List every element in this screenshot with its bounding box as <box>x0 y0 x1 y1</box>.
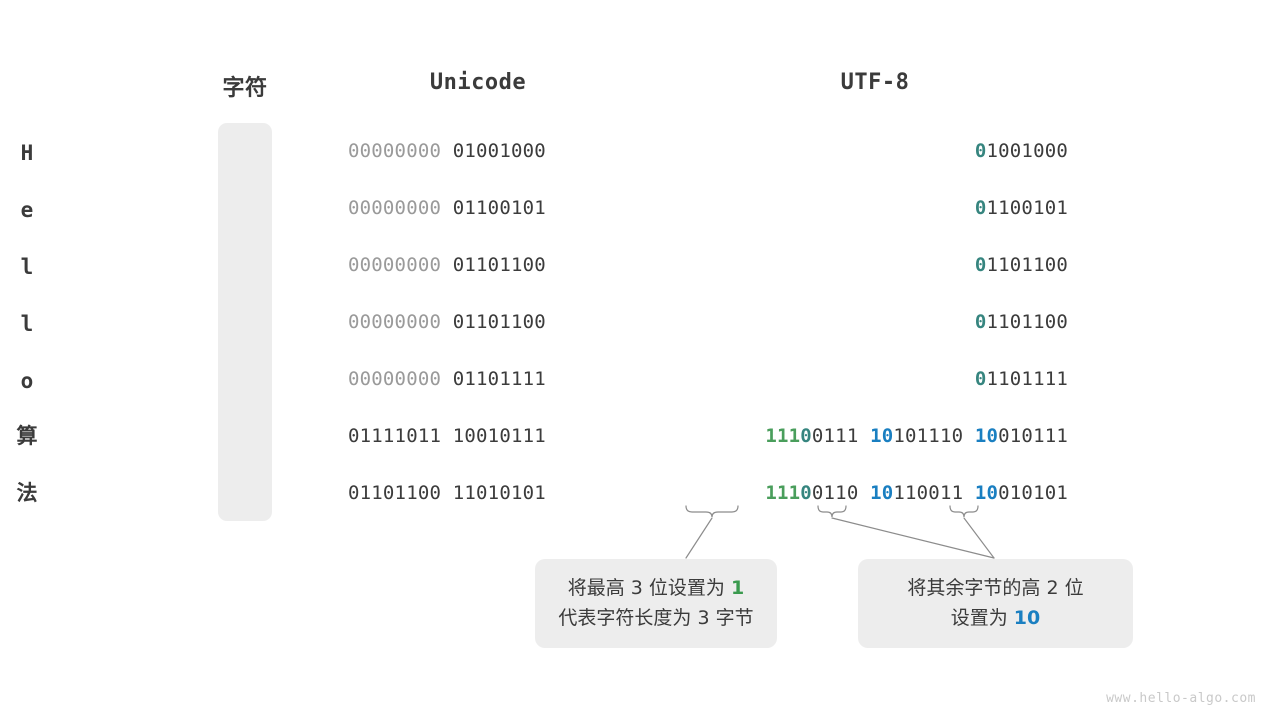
utf8-byte1-prefix: 0 <box>974 140 987 162</box>
leader-line-right-callout-from-byte2 <box>831 517 995 559</box>
utf8-byte3-prefix: 10 <box>974 482 999 504</box>
character-cell: e <box>20 198 34 222</box>
unicode-high-byte: 01101100 <box>348 482 442 504</box>
column-header-character: 字符 <box>222 76 268 101</box>
utf8-byte2-prefix: 10 <box>870 425 894 447</box>
column-header-utf8: UTF-8 <box>840 70 910 95</box>
character-column-chip <box>218 123 272 521</box>
utf8-byte2-prefix: 10 <box>870 482 894 504</box>
utf8-binary-row: 01001000 <box>600 138 1068 164</box>
utf8-byte1-prefix-terminator: 0 <box>800 425 812 447</box>
unicode-binary-row: 01111011 10010111 <box>348 423 608 449</box>
utf8-byte1-prefix: 0 <box>974 311 987 333</box>
unicode-low-byte: 01101100 <box>452 254 546 276</box>
unicode-binary-row: 01101100 11010101 <box>348 480 608 506</box>
utf8-byte1-prefix: 0 <box>974 254 987 276</box>
utf8-byte1-prefix-terminator: 0 <box>800 482 812 504</box>
callout-line-1: 将最高 3 位设置为 1 <box>568 574 744 603</box>
utf8-byte3-payload: 010101 <box>998 482 1068 504</box>
brace-byte2-prefix <box>817 505 847 518</box>
column-header-unicode: Unicode <box>429 70 527 95</box>
utf8-binary-row: 11100110 10110011 10010101 <box>600 480 1068 506</box>
utf8-byte3-prefix: 10 <box>974 425 999 447</box>
utf8-byte2-payload: 101110 <box>893 425 964 447</box>
callout-line-2: 设置为 10 <box>951 604 1041 633</box>
brace-byte1-prefix <box>685 505 739 518</box>
unicode-high-byte: 00000000 <box>348 254 442 276</box>
unicode-low-byte: 11010101 <box>452 482 546 504</box>
callout-highlight-value: 10 <box>1013 606 1041 629</box>
unicode-binary-row: 00000000 01101111 <box>348 366 608 392</box>
callout-line-2-text: 设置为 <box>950 606 1014 629</box>
utf8-binary-row: 01101100 <box>600 252 1068 278</box>
character-cell: 算 <box>16 424 38 448</box>
unicode-low-byte: 01100101 <box>452 197 546 219</box>
unicode-binary-row: 00000000 01100101 <box>348 195 608 221</box>
utf8-byte1-payload: 0110 <box>811 482 859 504</box>
unicode-low-byte: 01001000 <box>452 140 546 162</box>
unicode-low-byte: 10010111 <box>452 425 546 447</box>
utf8-byte1-prefix: 0 <box>974 368 987 390</box>
character-cell: 法 <box>16 481 38 505</box>
character-cell: l <box>20 255 34 279</box>
utf8-byte3-payload: 010111 <box>998 425 1068 447</box>
callout-leading-bits: 将最高 3 位设置为 1 代表字符长度为 3 字节 <box>535 559 777 648</box>
leader-line-left-callout <box>685 517 713 559</box>
unicode-low-byte: 01101100 <box>452 311 546 333</box>
unicode-high-byte: 00000000 <box>348 368 442 390</box>
character-cell: l <box>20 312 34 336</box>
callout-line-2: 代表字符长度为 3 字节 <box>558 606 754 629</box>
character-cell: o <box>20 369 34 393</box>
character-cell: H <box>20 141 34 165</box>
callout-line-1: 将其余字节的高 2 位 <box>907 577 1084 600</box>
unicode-high-byte: 00000000 <box>348 140 442 162</box>
utf8-byte1-prefix: 111 <box>765 482 801 504</box>
utf8-binary-row: 01100101 <box>600 195 1068 221</box>
utf8-byte1-payload: 1001000 <box>986 140 1068 162</box>
utf8-binary-row: 11100111 10101110 10010111 <box>600 423 1068 449</box>
unicode-binary-row: 00000000 01101100 <box>348 252 608 278</box>
utf8-binary-row: 01101111 <box>600 366 1068 392</box>
utf8-byte1-payload: 1100101 <box>986 197 1068 219</box>
utf8-byte1-prefix: 0 <box>974 197 987 219</box>
utf8-byte1-payload: 1101100 <box>986 254 1068 276</box>
unicode-low-byte: 01101111 <box>452 368 546 390</box>
unicode-high-byte: 01111011 <box>348 425 442 447</box>
callout-line-1-text: 将最高 3 位设置为 <box>567 577 731 600</box>
unicode-high-byte: 00000000 <box>348 311 442 333</box>
callout-continuation-bits: 将其余字节的高 2 位 设置为 10 <box>858 559 1133 648</box>
callout-highlight-value: 1 <box>730 577 745 600</box>
watermark: www.hello-algo.com <box>1106 691 1256 706</box>
utf8-byte1-payload: 0111 <box>811 425 859 447</box>
unicode-binary-row: 00000000 01001000 <box>348 138 608 164</box>
leader-line-right-callout-from-byte3 <box>963 517 995 559</box>
brace-byte3-prefix <box>949 505 979 518</box>
utf8-byte1-payload: 1101100 <box>986 311 1068 333</box>
utf8-byte1-payload: 1101111 <box>986 368 1068 390</box>
utf8-byte1-prefix: 111 <box>765 425 801 447</box>
unicode-high-byte: 00000000 <box>348 197 442 219</box>
utf8-byte2-payload: 110011 <box>893 482 964 504</box>
utf8-binary-row: 01101100 <box>600 309 1068 335</box>
unicode-binary-row: 00000000 01101100 <box>348 309 608 335</box>
